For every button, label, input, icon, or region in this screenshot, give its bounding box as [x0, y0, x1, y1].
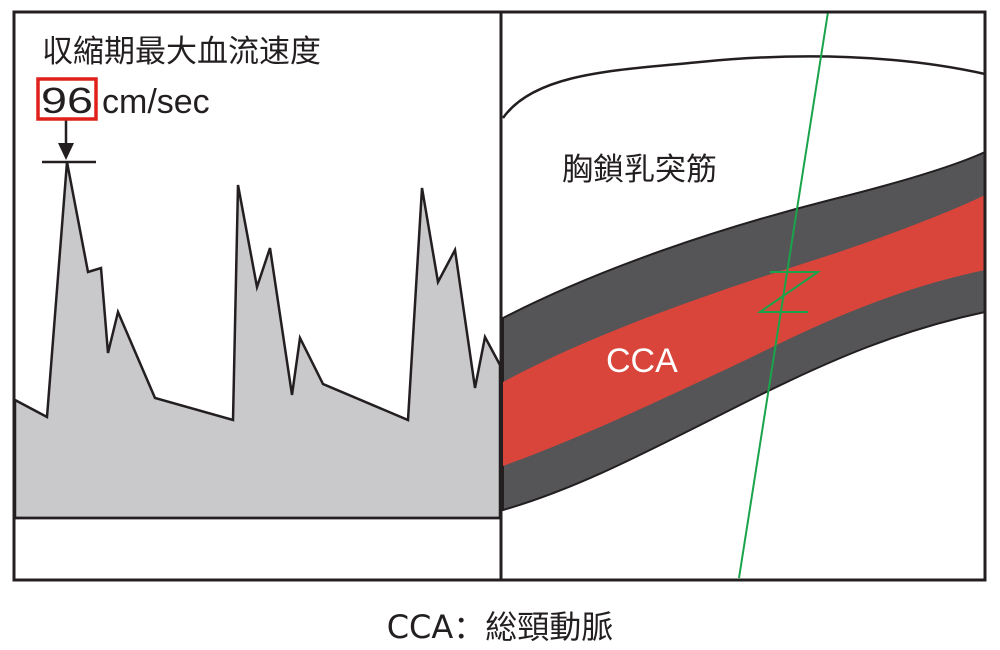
- doppler-waveform: [13, 161, 502, 520]
- muscle-label: 胸鎖乳突筋: [562, 152, 717, 188]
- sample-gate-symbol: [756, 271, 822, 313]
- vessel-label: CCA: [606, 342, 678, 380]
- skin-surface-curve: [501, 55, 986, 119]
- peak-arrow-head: [58, 143, 74, 160]
- figure-caption: CCA：総頸動脈: [387, 608, 614, 646]
- doppler-panel: 収縮期最大血流速度 96 cm/sec: [13, 34, 502, 520]
- peak-unit: cm/sec: [102, 83, 210, 121]
- anatomy-panel: 胸鎖乳突筋 CCA: [501, 11, 986, 579]
- vessel-lumen: [503, 195, 985, 466]
- peak-value: 96: [41, 80, 93, 121]
- peak-value-highlight-box: [36, 77, 98, 121]
- doppler-heading: 収縮期最大血流速度: [42, 34, 321, 70]
